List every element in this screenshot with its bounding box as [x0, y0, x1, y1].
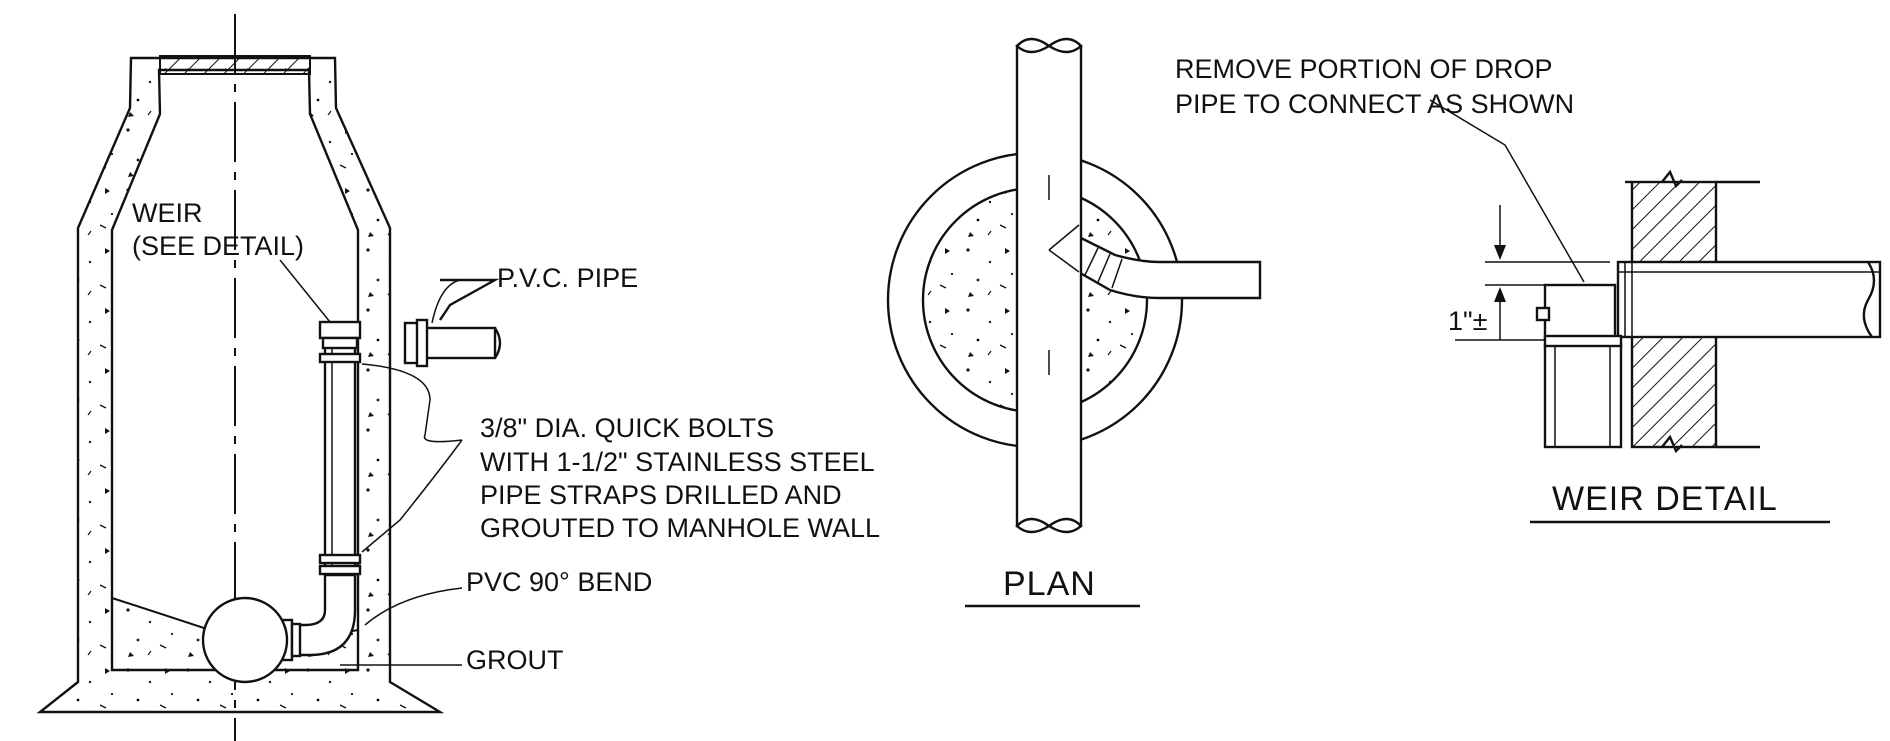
outlet-pipe — [201, 596, 289, 684]
bolts-label-line4: GROUTED TO MANHOLE WALL — [480, 513, 880, 543]
pipe-strap-lower — [318, 553, 362, 565]
weir-detail-title: WEIR DETAIL — [1552, 480, 1778, 518]
plan-drop-pipe — [1015, 44, 1083, 528]
pvc-bend-label: PVC 90° BEND — [466, 567, 652, 597]
pvc-pipe-label: P.V.C. PIPE — [497, 263, 638, 293]
detail-weir — [1543, 283, 1617, 342]
plan-view — [886, 37, 1262, 608]
remove-portion-label-line1: REMOVE PORTION OF DROP — [1175, 54, 1553, 84]
weir-detail — [1429, 99, 1882, 524]
plan-inlet-pipe — [1073, 233, 1262, 300]
weir-see-detail-label: (SEE DETAIL) — [132, 231, 304, 261]
weir-label: WEIR — [132, 198, 203, 228]
bolts-label-line1: 3/8" DIA. QUICK BOLTS — [480, 413, 774, 443]
dimension-label: 1"± — [1448, 306, 1487, 336]
pvc-90-bend — [288, 573, 357, 657]
detail-inlet-pipe — [1616, 260, 1882, 339]
manhole-section — [36, 14, 502, 741]
detail-drop-pipe — [1543, 343, 1623, 449]
bolts-label-line2: WITH 1-1/2" STAINLESS STEEL — [480, 447, 875, 477]
remove-portion-label-line2: PIPE TO CONNECT AS SHOWN — [1175, 89, 1574, 119]
grout-label: GROUT — [466, 645, 564, 675]
bolts-label-line3: PIPE STRAPS DRILLED AND — [480, 480, 842, 510]
weir-fitting — [318, 320, 362, 340]
plan-title: PLAN — [1003, 565, 1096, 603]
pipe-strap-upper — [318, 352, 362, 364]
drop-pipe — [323, 328, 357, 577]
